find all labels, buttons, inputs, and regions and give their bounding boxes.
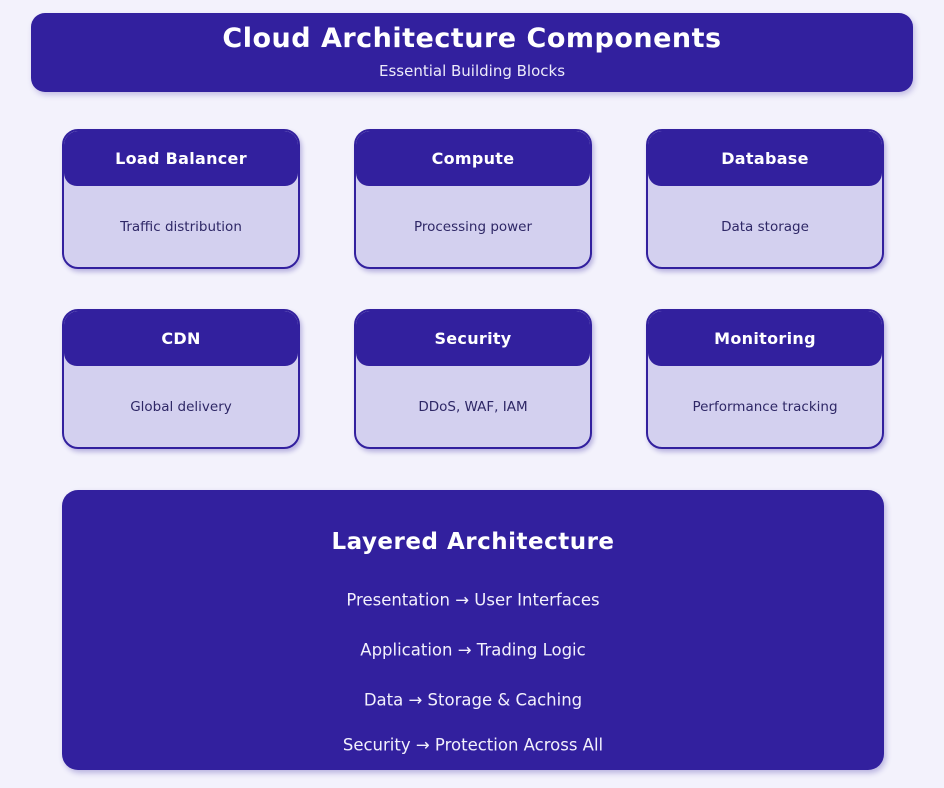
layer-security: Security → Protection Across All bbox=[342, 735, 604, 755]
layer-data: Data → Storage & Caching bbox=[363, 690, 583, 710]
card-title: Compute bbox=[356, 131, 590, 186]
page-title: Cloud Architecture Components bbox=[222, 23, 722, 54]
component-card-database: Database Data storage bbox=[646, 129, 884, 269]
card-description: Performance tracking bbox=[692, 398, 838, 415]
component-card-monitoring: Monitoring Performance tracking bbox=[646, 309, 884, 449]
card-description: Traffic distribution bbox=[120, 218, 242, 235]
card-description: Global delivery bbox=[130, 398, 232, 415]
page-subtitle: Essential Building Blocks bbox=[378, 62, 566, 80]
component-card-cdn: CDN Global delivery bbox=[62, 309, 300, 449]
card-description: Processing power bbox=[413, 218, 533, 235]
component-card-security: Security DDoS, WAF, IAM bbox=[354, 309, 592, 449]
component-card-compute: Compute Processing power bbox=[354, 129, 592, 269]
card-title: CDN bbox=[64, 311, 298, 366]
layer-application: Application → Trading Logic bbox=[360, 640, 586, 660]
panel-title: Layered Architecture bbox=[331, 529, 615, 555]
card-title: Load Balancer bbox=[64, 131, 298, 186]
card-title: Database bbox=[648, 131, 882, 186]
card-title: Monitoring bbox=[648, 311, 882, 366]
card-description: DDoS, WAF, IAM bbox=[418, 398, 528, 415]
layered-architecture-panel: Layered Architecture Presentation → User… bbox=[62, 490, 884, 770]
component-card-load-balancer: Load Balancer Traffic distribution bbox=[62, 129, 300, 269]
card-title: Security bbox=[356, 311, 590, 366]
card-description: Data storage bbox=[721, 218, 809, 235]
component-grid: Load Balancer Traffic distribution Compu… bbox=[62, 129, 884, 449]
layer-presentation: Presentation → User Interfaces bbox=[346, 590, 600, 610]
header-banner: Cloud Architecture Components Essential … bbox=[31, 13, 913, 92]
